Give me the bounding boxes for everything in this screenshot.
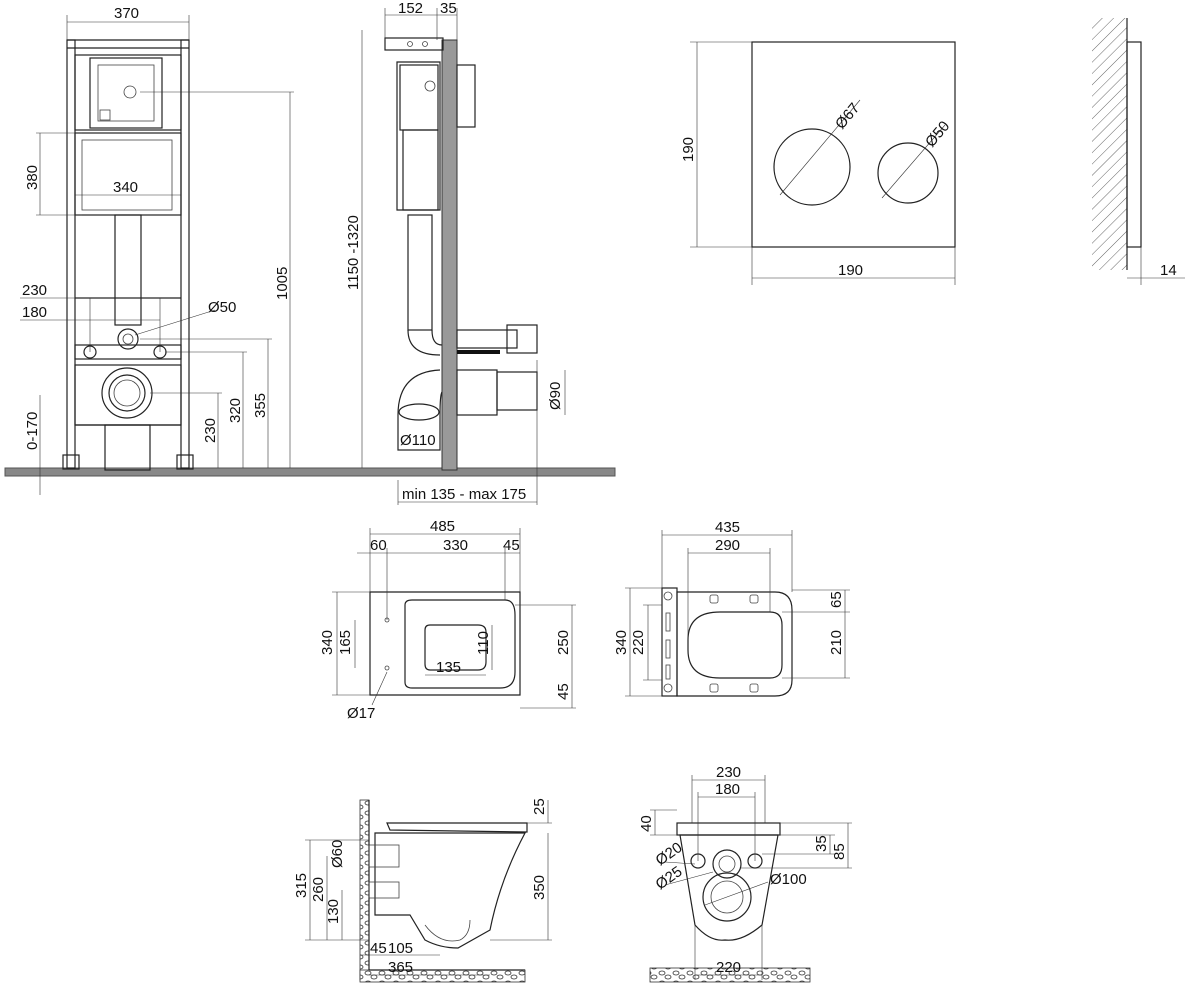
- dim-1150-1320: 1150 -1320: [345, 215, 362, 290]
- dim-340-bowl: 340: [319, 630, 336, 655]
- dim-35: 35: [440, 0, 457, 17]
- dim-350: 350: [531, 875, 548, 900]
- bowl-top-dimensions: 485 60 330 45 340 165 135 110 250 45 Ø17: [319, 518, 576, 722]
- dim-250: 250: [555, 630, 572, 655]
- dim-d60: Ø60: [329, 840, 346, 868]
- seat-top-dimensions: 435 290 340 220 65 210: [613, 519, 850, 697]
- dim-220-rear: 220: [716, 959, 741, 976]
- dim-220-seat: 220: [630, 630, 647, 655]
- dim-210: 210: [828, 630, 845, 655]
- dim-180-rear: 180: [715, 781, 740, 798]
- dim-380: 380: [24, 165, 41, 190]
- dim-d100: Ø100: [770, 871, 807, 888]
- dim-45-top: 45: [503, 537, 520, 554]
- dim-1005: 1005: [274, 267, 291, 300]
- dim-370: 370: [114, 5, 139, 22]
- frame-side-view: [384, 37, 538, 471]
- dim-min-max: min 135 - max 175: [402, 486, 526, 503]
- dim-190-vert: 190: [680, 137, 697, 162]
- dim-d50-plate: Ø50: [922, 118, 953, 151]
- bowl-side-dimensions: 25 350 315 260 130 Ø60 45 105 365: [293, 798, 552, 976]
- dim-d50-front: Ø50: [208, 299, 236, 316]
- dim-165: 165: [337, 630, 354, 655]
- flush-plate-dimensions: 190 190 Ø67 Ø50: [680, 41, 956, 285]
- flush-plate-side: 14: [1092, 18, 1185, 285]
- dim-35-rear: 35: [813, 835, 830, 852]
- seat-top-view: [661, 587, 793, 697]
- frame-side-dimensions: 152 35 1150 -1320 Ø110 Ø90 min 135 - max…: [345, 0, 566, 505]
- dim-14: 14: [1160, 262, 1177, 279]
- bowl-side-view: [359, 799, 528, 983]
- dim-330: 330: [443, 537, 468, 554]
- dim-85: 85: [831, 843, 848, 860]
- dim-60: 60: [370, 537, 387, 554]
- dim-105: 105: [388, 940, 413, 957]
- dim-230-vert: 230: [202, 418, 219, 443]
- dim-45-right: 45: [555, 683, 572, 700]
- dim-135: 135: [436, 659, 461, 676]
- dim-d25: Ø25: [653, 863, 686, 893]
- dim-d20: Ø20: [653, 839, 686, 869]
- dim-40: 40: [638, 815, 655, 832]
- dim-315: 315: [293, 873, 310, 898]
- dim-d110: Ø110: [400, 432, 436, 449]
- dim-25: 25: [531, 798, 548, 815]
- dim-485: 485: [430, 518, 455, 535]
- frame-front-dimensions: 370 380 340 1005 230 180 Ø50 0-170 230 3…: [20, 5, 294, 495]
- dim-290: 290: [715, 537, 740, 554]
- dim-65: 65: [828, 591, 845, 608]
- dim-190-horiz: 190: [838, 262, 863, 279]
- dim-435: 435: [715, 519, 740, 536]
- dim-0-170: 0-170: [24, 412, 41, 450]
- dim-340: 340: [113, 179, 138, 196]
- dim-d90: Ø90: [547, 382, 564, 410]
- dim-152: 152: [398, 0, 423, 17]
- dim-320: 320: [227, 398, 244, 423]
- floor-line: [4, 467, 616, 477]
- dim-260: 260: [310, 877, 327, 902]
- dim-130: 130: [325, 899, 342, 924]
- dim-365: 365: [388, 959, 413, 976]
- bowl-top-view: [369, 591, 521, 696]
- dim-355: 355: [252, 393, 269, 418]
- dim-230-top: 230: [22, 282, 47, 299]
- flush-plate-front: [751, 41, 956, 248]
- dim-45-side: 45: [370, 940, 387, 957]
- bowl-rear-dimensions: 230 180 40 35 85 Ø20 Ø25 Ø100 220: [638, 764, 852, 980]
- dim-230-rear: 230: [716, 764, 741, 781]
- dim-180: 180: [22, 304, 47, 321]
- dim-340-seat: 340: [613, 630, 630, 655]
- dim-110: 110: [475, 631, 492, 655]
- dim-d17: Ø17: [347, 705, 375, 722]
- frame-front-view: [62, 39, 194, 471]
